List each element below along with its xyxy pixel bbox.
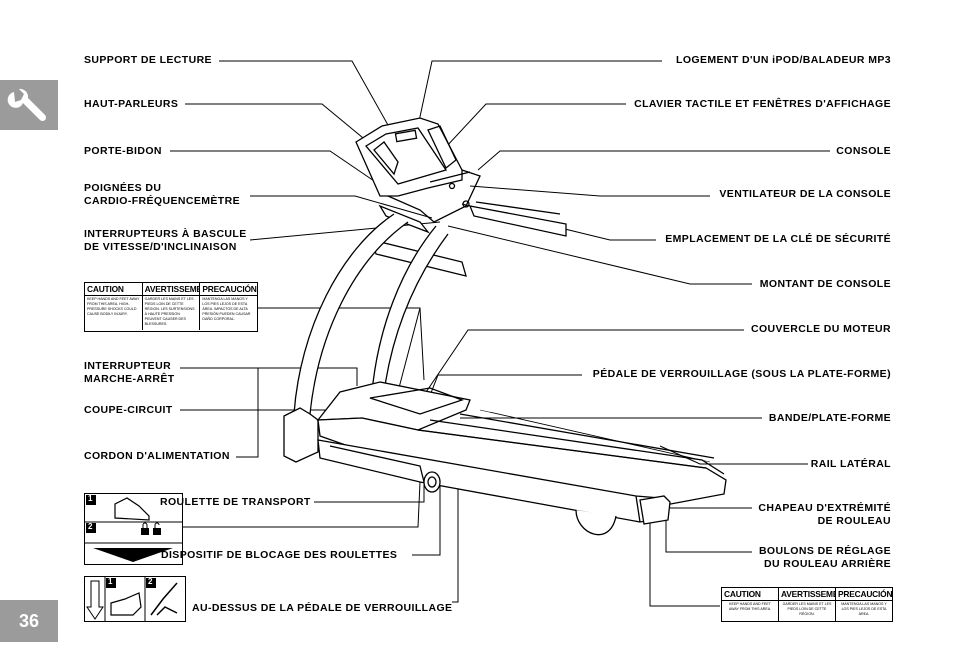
step-number: 2: [148, 577, 153, 586]
leader-hr-grips: [250, 195, 433, 219]
label-hr-grips-2: CARDIO-FRÉQUENCEMÈTRE: [84, 195, 240, 207]
warning-text-fr: GARDER LES MAINS ET LES PIEDS LOIN DE CE…: [779, 601, 836, 621]
warning-head-precaucion: PRECAUCIÓN: [838, 589, 892, 599]
unlock-icon: [153, 528, 161, 535]
label-breaker: COUPE-CIRCUIT: [84, 404, 173, 416]
foot-icon: [110, 592, 142, 616]
lock-icon: [141, 528, 149, 535]
leader-bolts: [665, 516, 752, 553]
label-lock-pedal: PÉDALE DE VERROUILLAGE (SOUS LA PLATE-FO…: [592, 368, 891, 380]
warning-text-fr: GARDER LES MAINS ET LES PIEDS LOIN DE CE…: [143, 296, 201, 330]
step-number: 1: [108, 577, 113, 586]
leader-keypad: [431, 103, 626, 163]
label-end-cap-2: DE ROULEAU: [817, 515, 891, 527]
label-ipod-dock: LOGEMENT D'UN iPOD/BALADEUR MP3: [676, 54, 891, 66]
leader-reading-rack: [219, 60, 403, 151]
label-belt-deck: BANDE/PLATE-FORME: [768, 412, 891, 424]
label-rocker-1: INTERRUPTEURS À BASCULE: [84, 228, 247, 240]
foot-icon: [114, 497, 150, 521]
label-power-switch-2: MARCHE-ARRÊT: [84, 373, 175, 385]
label-water-bottle: PORTE-BIDON: [84, 145, 162, 157]
label-end-cap-1: CHAPEAU D'EXTRÉMITÉ: [758, 502, 891, 514]
warning-label-1: CAUTION AVERTISSEMENT PRECAUCIÓN KEEP HA…: [84, 282, 258, 332]
treadmill-outline: [283, 117, 727, 536]
label-bolts-1: BOULONS DE RÉGLAGE: [758, 545, 891, 557]
warning-text-en: KEEP HANDS AND FEET AWAY FROM THIS AREA.: [722, 601, 779, 621]
leader-above-lock-pedal: [452, 480, 459, 603]
page-number: 36: [0, 600, 58, 642]
label-console: CONSOLE: [836, 145, 891, 157]
warning-head-avertissement: AVERTISSEMENT: [779, 588, 836, 600]
section-tab: [0, 80, 58, 130]
warning-text-es: MANTENGA LAS MANOS Y LOS PIES LEJOS DE E…: [841, 602, 887, 616]
label-power-switch-1: INTERRUPTEUR: [84, 360, 172, 372]
label-console-mast: MONTANT DE CONSOLE: [759, 278, 891, 290]
warning-label-2: CAUTION AVERTISSEMENT PRECAUCIÓN KEEP HA…: [721, 587, 893, 622]
label-side-rail: RAIL LATÉRAL: [810, 458, 891, 470]
leader-speakers: [185, 103, 381, 153]
arrow-down-icon: [93, 548, 173, 562]
label-rocker-2: DE VITESSE/D'INCLINAISON: [84, 241, 237, 253]
leader-console: [477, 150, 830, 171]
warning-head-precaucion: PRECAUCIÓN: [202, 284, 257, 294]
label-keypad: CLAVIER TACTILE ET FENÊTRES D'AFFICHAGE: [634, 98, 891, 110]
step-number: 1: [88, 494, 93, 503]
leader-warning-2: [649, 600, 720, 607]
pedal-icon: [150, 582, 178, 616]
label-power-cord: CORDON D'ALIMENTATION: [84, 450, 230, 462]
label-reading-rack: SUPPORT DE LECTURE: [84, 54, 212, 66]
label-bolts-2: DU ROULEAU ARRIÈRE: [764, 558, 891, 570]
leader-transport-wheel: [314, 484, 425, 503]
step-box-lock-pedal: 1 2: [84, 576, 186, 622]
arrow-down-icon: [86, 580, 104, 620]
warning-head-avertissement: AVERTISSEMENT: [143, 283, 201, 295]
leader-mast: [447, 225, 752, 285]
step-number: 2: [88, 522, 93, 531]
leader-power-cord: [236, 368, 259, 458]
leader-fan: [469, 185, 710, 197]
leader-side-rail: [659, 445, 808, 465]
leader-step-box-1: [182, 481, 421, 528]
leader-water-bottle: [170, 150, 381, 186]
label-above-lock-pedal: AU-DESSUS DE LA PÉDALE DE VERROUILLAGE: [192, 602, 453, 614]
label-wheel-lock: DISPOSITIF DE BLOCAGE DES ROULETTES: [161, 549, 398, 561]
belt-texture: [479, 409, 711, 463]
warning-text-en: KEEP HANDS AND FEET AWAY FROM THIS AREA.…: [85, 296, 143, 330]
wrench-icon: [7, 88, 47, 122]
label-speakers: HAUT-PARLEURS: [84, 98, 179, 110]
label-safety-key: EMPLACEMENT DE LA CLÉ DE SÉCURITÉ: [665, 233, 891, 245]
label-hr-grips-1: POIGNÉES DU: [84, 182, 162, 194]
warning-head-caution: CAUTION: [85, 283, 143, 295]
warning-text-es: MANTENGA LAS MANOS Y LOS PIES LEJOS DE E…: [202, 297, 251, 321]
step-box-wheel-lock: 1 2: [84, 493, 183, 565]
label-transport-wheel: ROULETTE DE TRANSPORT: [160, 496, 311, 508]
warning-head-caution: CAUTION: [722, 588, 779, 600]
leader-power-switch: [180, 367, 358, 386]
leader-ipod: [417, 60, 662, 127]
label-console-fan: VENTILATEUR DE LA CONSOLE: [719, 188, 891, 200]
leader-wheel-lock: [412, 482, 441, 556]
leader-motor-cover: [417, 329, 744, 405]
label-motor-cover: COUVERCLE DU MOTEUR: [750, 323, 891, 335]
